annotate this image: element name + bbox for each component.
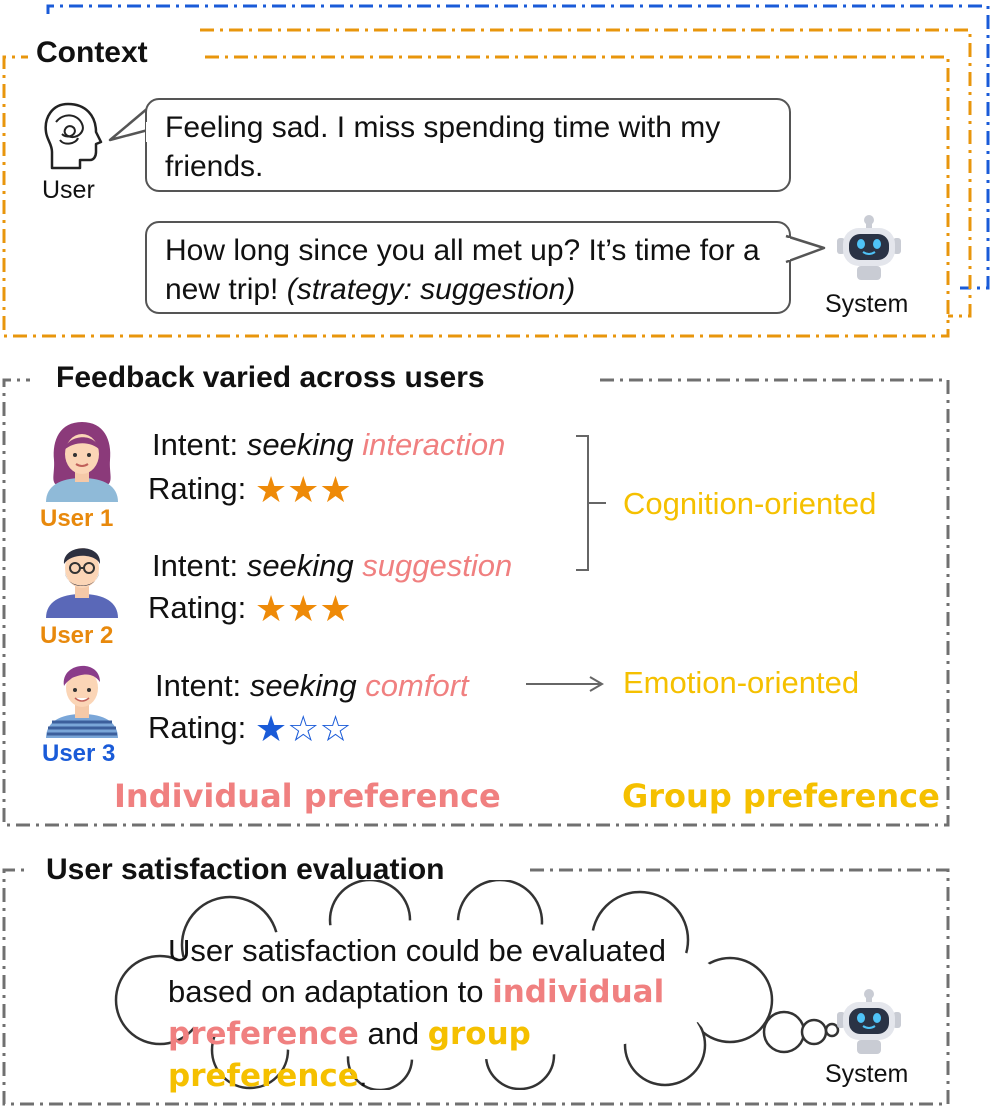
emotion-arrow — [526, 676, 604, 692]
feedback-frame — [2, 378, 950, 827]
orange-back-frame — [200, 28, 972, 318]
robot-icon-eval — [837, 989, 901, 1054]
context-title: Context — [28, 35, 156, 71]
user2-rating: Rating: ★★★ — [148, 588, 352, 629]
system-bubble-tail — [782, 234, 826, 264]
feedback-title: Feedback varied across users — [46, 360, 495, 396]
system-message-text: How long since you all met up? It’s time… — [165, 234, 760, 306]
blue-frame — [46, 4, 990, 290]
user1-avatar — [46, 422, 118, 502]
user2-label: User 2 — [40, 622, 114, 649]
eval-group-term: group preference — [168, 1016, 531, 1094]
user2-stars: ★★★ — [255, 590, 352, 627]
user3-intent-value: comfort — [365, 668, 469, 703]
star-filled-icon: ★ — [287, 469, 320, 510]
user3-rating: Rating: ★☆☆ — [148, 708, 352, 749]
user3-avatar — [46, 665, 118, 738]
user-message-text: Feeling sad. I miss spending time with m… — [165, 111, 721, 183]
cognition-oriented-label: Cognition-oriented — [623, 486, 877, 521]
orange-main-frame — [2, 55, 950, 338]
star-filled-icon: ★ — [287, 588, 320, 629]
star-filled-icon: ★ — [254, 708, 288, 749]
user-bubble-tail — [108, 107, 149, 142]
evaluation-text: User satisfaction could be evaluated bas… — [168, 933, 667, 1094]
user3-stars: ★☆☆ — [255, 710, 352, 747]
user2-avatar — [46, 548, 118, 618]
thought-bubbles — [762, 1010, 840, 1054]
emotion-oriented-label: Emotion-oriented — [623, 665, 860, 700]
context-frames — [2, 4, 990, 338]
cognition-bracket — [576, 435, 606, 571]
user1-rating: Rating: ★★★ — [148, 469, 352, 510]
user1-stars: ★★★ — [255, 471, 352, 508]
system-strategy-text: (strategy: suggestion) — [286, 273, 576, 306]
star-empty-icon: ☆ — [287, 708, 320, 749]
star-empty-icon: ☆ — [319, 708, 352, 749]
user1-label: User 1 — [40, 505, 114, 532]
individual-preference-label: Individual preference — [114, 777, 501, 815]
user-message-bubble: Feeling sad. I miss spending time with m… — [145, 98, 791, 192]
star-filled-icon: ★ — [319, 469, 352, 510]
robot-icon — [837, 215, 901, 280]
thought-cloud — [114, 880, 774, 1090]
user2-intent-value: suggestion — [362, 548, 513, 583]
group-preference-label: Group preference — [622, 777, 940, 815]
star-filled-icon: ★ — [254, 588, 288, 629]
context-user-label: User — [42, 176, 95, 204]
context-system-label: System — [825, 290, 909, 318]
user3-intent: Intent: seeking comfort — [155, 668, 469, 703]
eval-individual-term: individual preference — [168, 974, 665, 1052]
system-message-bubble: How long since you all met up? It’s time… — [145, 221, 791, 314]
user2-intent: Intent: seeking suggestion — [152, 548, 513, 583]
user3-label: User 3 — [42, 740, 116, 767]
evaluation-system-label: System — [825, 1060, 909, 1088]
user1-intent: Intent: seeking interaction — [152, 427, 506, 462]
user-head-icon — [44, 102, 103, 170]
star-filled-icon: ★ — [319, 588, 352, 629]
user-bubble-tail-cover — [146, 122, 152, 142]
star-filled-icon: ★ — [254, 469, 288, 510]
evaluation-frame — [2, 868, 950, 1106]
user1-intent-value: interaction — [362, 427, 506, 462]
